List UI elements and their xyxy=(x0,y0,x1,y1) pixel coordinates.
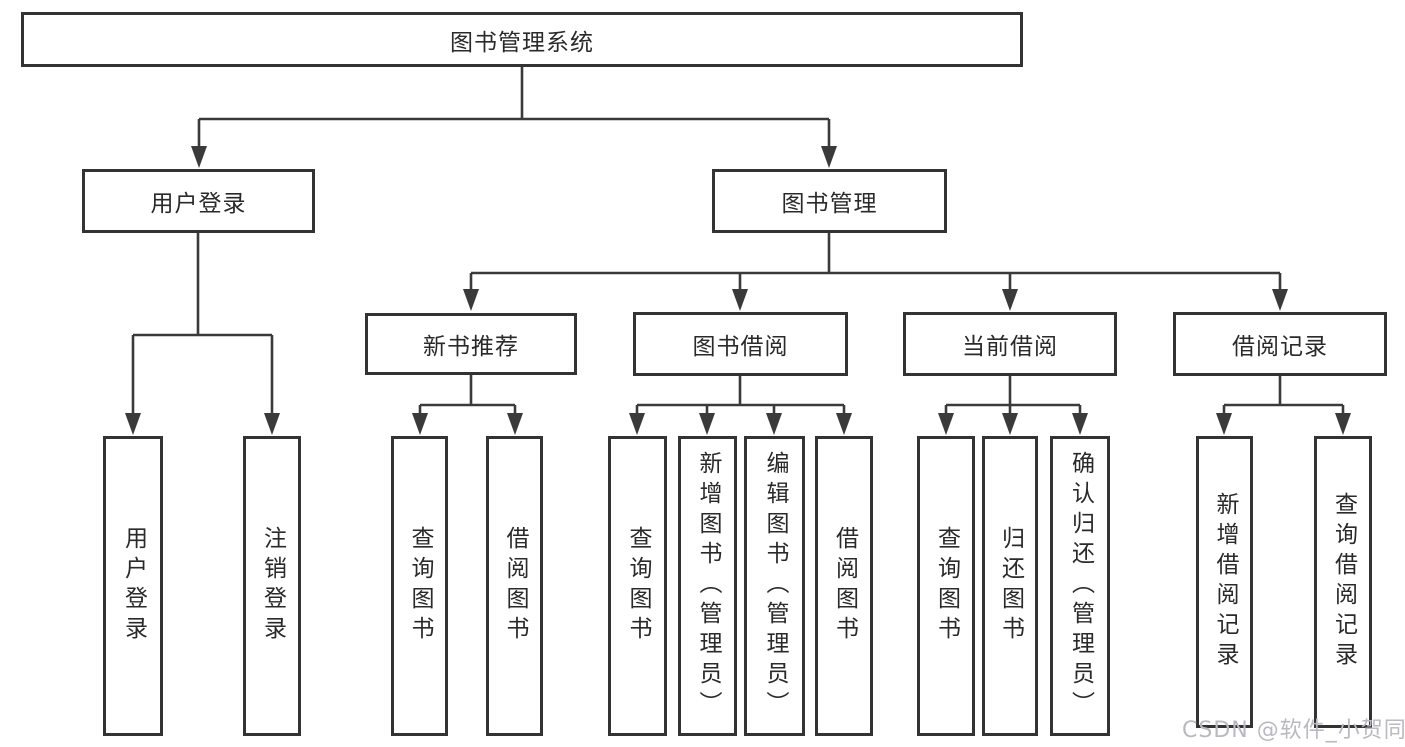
node-leaf-bb-borrow-book: 借阅图书 xyxy=(815,436,873,736)
arrowhead xyxy=(264,413,280,435)
node-leaf-user-login: 用户登录 xyxy=(103,436,163,736)
arrowhead xyxy=(1216,413,1232,435)
arrowhead xyxy=(191,146,207,168)
node-leaf-bb-add-book-admin: 新增图书（管理员） xyxy=(678,436,737,736)
arrowhead xyxy=(699,413,715,435)
node-borrow-records: 借阅记录 xyxy=(1173,312,1387,376)
connector-borrow-records-fork xyxy=(1222,375,1345,417)
node-leaf-bb-query-book: 查询图书 xyxy=(608,436,667,736)
arrowhead xyxy=(732,289,748,311)
node-leaf-bb-edit-book-admin: 编辑图书（管理员） xyxy=(744,436,805,736)
arrowhead xyxy=(1072,413,1088,435)
arrowhead xyxy=(412,413,428,435)
arrowhead xyxy=(836,413,852,435)
arrowhead xyxy=(629,413,645,435)
arrowhead xyxy=(507,413,523,435)
node-leaf-rec-borrow-book: 借阅图书 xyxy=(486,436,543,736)
arrowhead xyxy=(1335,413,1351,435)
connector-book-mgmt-fork xyxy=(469,233,1282,293)
connector-new-book-rec-fork xyxy=(418,375,517,417)
node-leaf-cb-query-book: 查询图书 xyxy=(917,436,975,736)
connector-book-borrow-fork xyxy=(635,375,846,417)
node-leaf-rec-query-book: 查询图书 xyxy=(391,436,448,736)
connector-user-login-fork xyxy=(131,233,274,417)
arrowhead xyxy=(1002,289,1018,311)
node-leaf-logout: 注销登录 xyxy=(243,436,301,736)
arrowhead xyxy=(1002,413,1018,435)
arrowhead xyxy=(1272,289,1288,311)
node-leaf-br-add-record: 新增借阅记录 xyxy=(1196,436,1253,728)
node-book-borrow: 图书借阅 xyxy=(633,312,848,376)
node-book-management: 图书管理 xyxy=(712,169,947,233)
arrowhead xyxy=(938,413,954,435)
arrowhead xyxy=(766,413,782,435)
connector-root-fork xyxy=(197,67,831,150)
node-current-borrow: 当前借阅 xyxy=(903,312,1117,376)
node-leaf-br-query-record: 查询借阅记录 xyxy=(1314,436,1372,728)
arrowhead xyxy=(821,146,837,168)
node-system-root: 图书管理系统 xyxy=(21,12,1023,67)
watermark: CSDN @软件_小贺同学 xyxy=(1182,718,1405,743)
node-leaf-cb-confirm-return-admin: 确认归还（管理员） xyxy=(1050,436,1110,736)
connector-current-borrow-fork xyxy=(944,375,1082,417)
node-user-login: 用户登录 xyxy=(82,169,315,233)
node-leaf-cb-return-book: 归还图书 xyxy=(982,436,1038,736)
node-new-book-recommend: 新书推荐 xyxy=(365,313,577,375)
arrowhead xyxy=(125,413,141,435)
arrowhead xyxy=(463,289,479,311)
